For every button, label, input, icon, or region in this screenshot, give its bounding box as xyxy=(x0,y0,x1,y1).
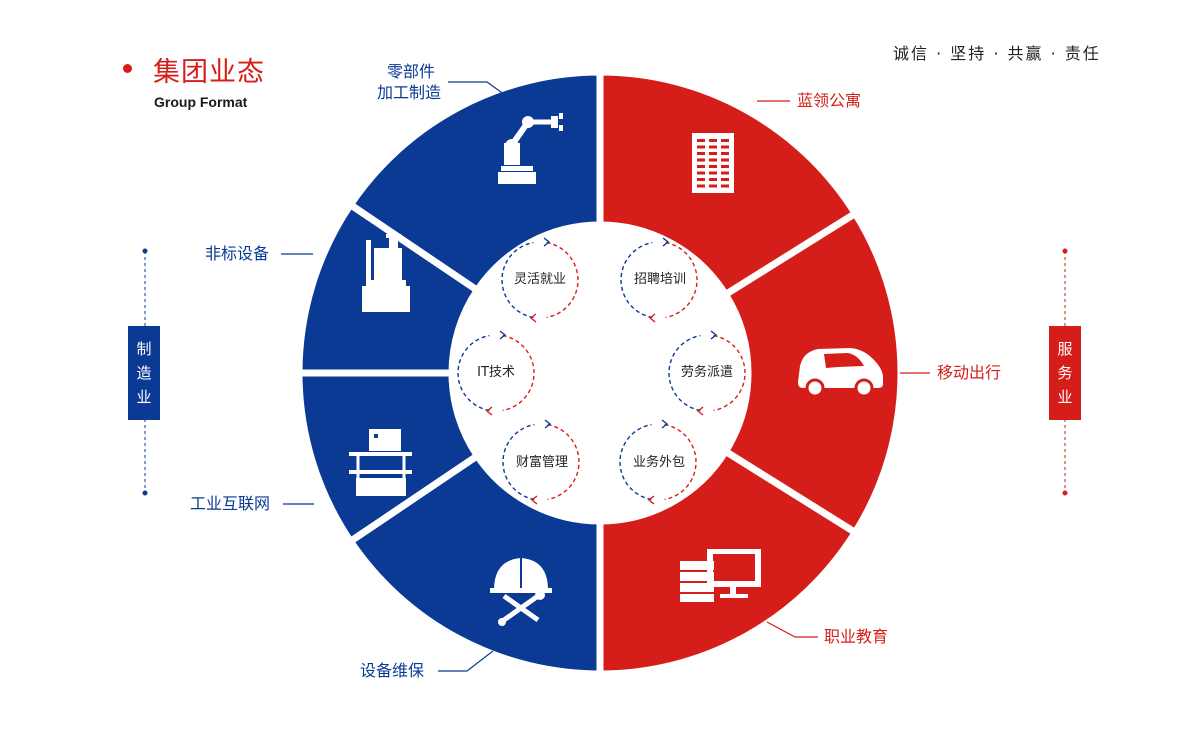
car-icon xyxy=(798,348,883,398)
apartment-window xyxy=(721,139,729,142)
apartment-window xyxy=(697,145,705,149)
label-bluecollar-apartment: 蓝领公寓 xyxy=(797,91,862,110)
label-mobility: 移动出行 xyxy=(937,363,1002,382)
helmet-tools-icon xyxy=(490,558,552,626)
label-equipment-maintenance: 设备维保 xyxy=(360,661,425,680)
apartment-window xyxy=(709,171,717,175)
leader-line-maintenance xyxy=(438,650,494,672)
sector-char: 业 xyxy=(136,388,152,406)
manufacturing-sector-box: 制 造 业 xyxy=(128,326,160,420)
books-computer-icon xyxy=(680,549,761,602)
title-bullet-dot xyxy=(123,64,132,73)
service-recruitment-training: 招聘培训 xyxy=(633,272,686,287)
service-ring-recruitment-training xyxy=(620,237,698,323)
apartment-window xyxy=(709,152,717,155)
service-ring-wealth-management xyxy=(502,419,580,505)
sector-char: 造 xyxy=(136,364,152,382)
label-nonstandard-equipment: 非标设备 xyxy=(205,244,270,263)
service-ring-flexible-employment xyxy=(501,237,579,323)
leader-line-education xyxy=(766,621,818,638)
apartment-window xyxy=(709,139,717,142)
apartment-window xyxy=(697,152,705,155)
leader-line-parts xyxy=(448,81,513,101)
service-wealth-management: 财富管理 xyxy=(515,455,568,470)
service-ring-labor-dispatch xyxy=(668,330,746,416)
apartment-window xyxy=(721,171,729,175)
apartment-window xyxy=(697,171,705,175)
robot-arm-icon xyxy=(498,113,563,184)
page-title: 集团业态 xyxy=(153,57,265,88)
label-parts-line1: 零部件 xyxy=(386,62,435,81)
service-labor-dispatch: 劳务派遣 xyxy=(680,365,733,380)
apartment-window xyxy=(697,178,705,181)
label-vocational-education: 职业教育 xyxy=(824,627,889,646)
apartment-building-icon xyxy=(692,133,734,193)
service-sector-box: 服 务 业 xyxy=(1049,326,1081,420)
workstation-icon xyxy=(349,429,412,496)
apartment-window xyxy=(721,184,729,188)
apartment-window xyxy=(721,145,729,149)
apartment-window xyxy=(709,184,717,188)
apartment-window xyxy=(697,184,705,188)
press-machine-icon xyxy=(362,234,410,312)
service-ring-business-outsourcing xyxy=(619,419,697,505)
sector-char: 制 xyxy=(136,340,152,358)
label-parts-line2: 加工制造 xyxy=(376,83,441,102)
service-business-outsourcing: 业务外包 xyxy=(632,455,685,470)
page-subtitle: Group Format xyxy=(154,94,248,110)
service-flexible-employment: 灵活就业 xyxy=(513,272,566,287)
apartment-window xyxy=(721,152,729,155)
sector-char: 业 xyxy=(1057,388,1073,406)
apartment-window xyxy=(697,139,705,142)
sector-char: 务 xyxy=(1057,364,1073,382)
apartment-window xyxy=(721,178,729,181)
apartment-window xyxy=(721,158,729,162)
apartment-window xyxy=(697,165,705,168)
apartment-window xyxy=(709,158,717,162)
apartment-window xyxy=(721,165,729,168)
slogan: 诚信 · 坚持 · 共赢 · 责任 xyxy=(893,44,1101,63)
service-it-technology: IT技术 xyxy=(477,365,515,380)
apartment-window xyxy=(709,178,717,181)
service-ring-it-technology xyxy=(457,330,535,416)
inner-disk xyxy=(454,227,746,519)
label-industrial-internet: 工业互联网 xyxy=(190,494,271,513)
apartment-window xyxy=(709,145,717,149)
apartment-window xyxy=(697,158,705,162)
apartment-window xyxy=(709,165,717,168)
sector-char: 服 xyxy=(1057,340,1073,358)
